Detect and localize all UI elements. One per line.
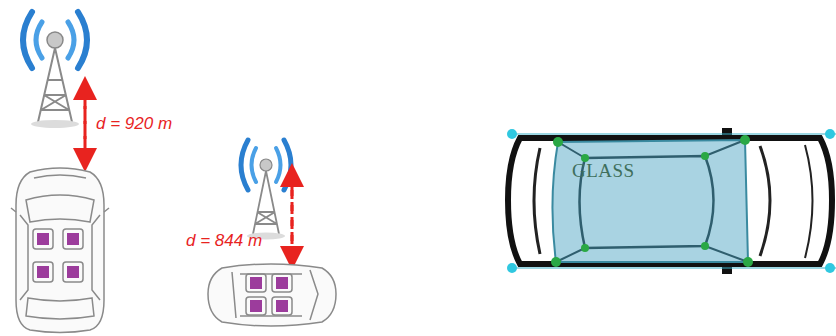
distance-label: d = 920 m xyxy=(96,114,172,134)
distance-arrow xyxy=(291,190,294,258)
cell-tower xyxy=(241,140,291,240)
cell-tower xyxy=(23,12,87,128)
antenna-marker xyxy=(37,233,79,278)
vertex-dot xyxy=(551,135,753,267)
corner-dot xyxy=(507,129,835,273)
distance-arrow xyxy=(84,100,87,160)
glass-region xyxy=(508,134,836,268)
distance-arrow xyxy=(84,88,87,160)
car-top-view xyxy=(208,264,336,326)
car-top-view xyxy=(11,168,109,333)
antenna-marker xyxy=(250,277,288,312)
car-outline xyxy=(508,128,832,274)
distance-label: d = 844 m xyxy=(186,231,262,251)
region-label: GLASS xyxy=(572,160,635,182)
